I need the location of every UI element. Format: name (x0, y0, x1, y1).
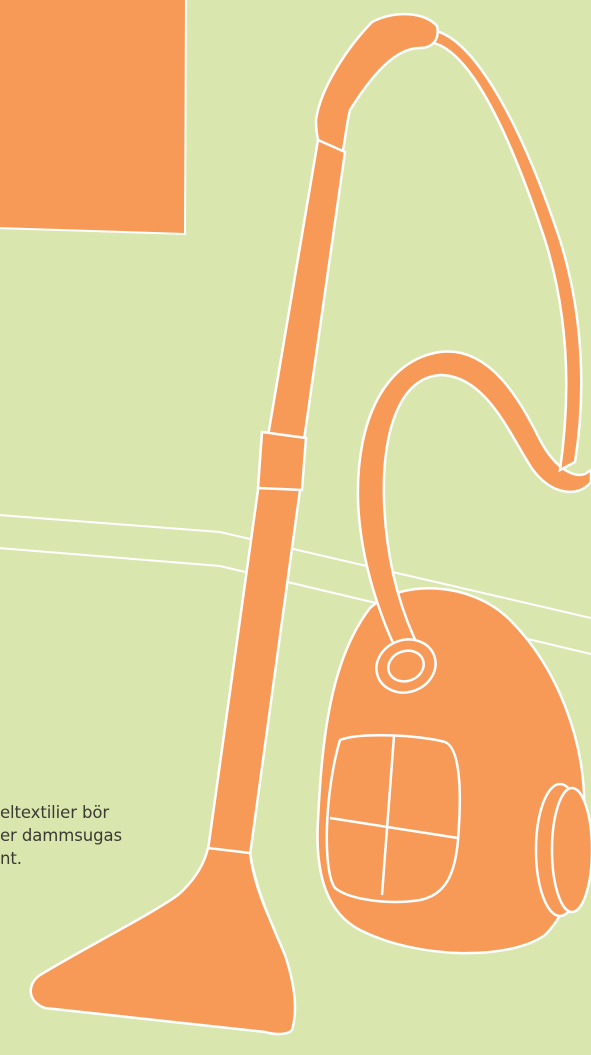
hose-connector (375, 638, 437, 694)
vacuum-grille (325, 734, 462, 904)
vacuum-hose (356, 350, 591, 671)
vacuum-wand (266, 138, 347, 442)
vacuum-wand-lower (206, 432, 308, 857)
caption-text: eltextilier bör er dammsugas nt. (0, 801, 360, 870)
wall-panel (0, 0, 187, 236)
wheel-icon (534, 782, 591, 918)
caption-line: er dammsugas (0, 826, 122, 845)
caption-line: nt. (0, 849, 22, 868)
wand-joint (256, 430, 308, 492)
vacuum-hose-upper (426, 28, 583, 473)
vacuum-handle (314, 12, 439, 160)
caption-line: eltextilier bör (0, 803, 110, 822)
vacuum-nozzle (29, 846, 297, 1036)
nozzle-crease (249, 852, 276, 931)
